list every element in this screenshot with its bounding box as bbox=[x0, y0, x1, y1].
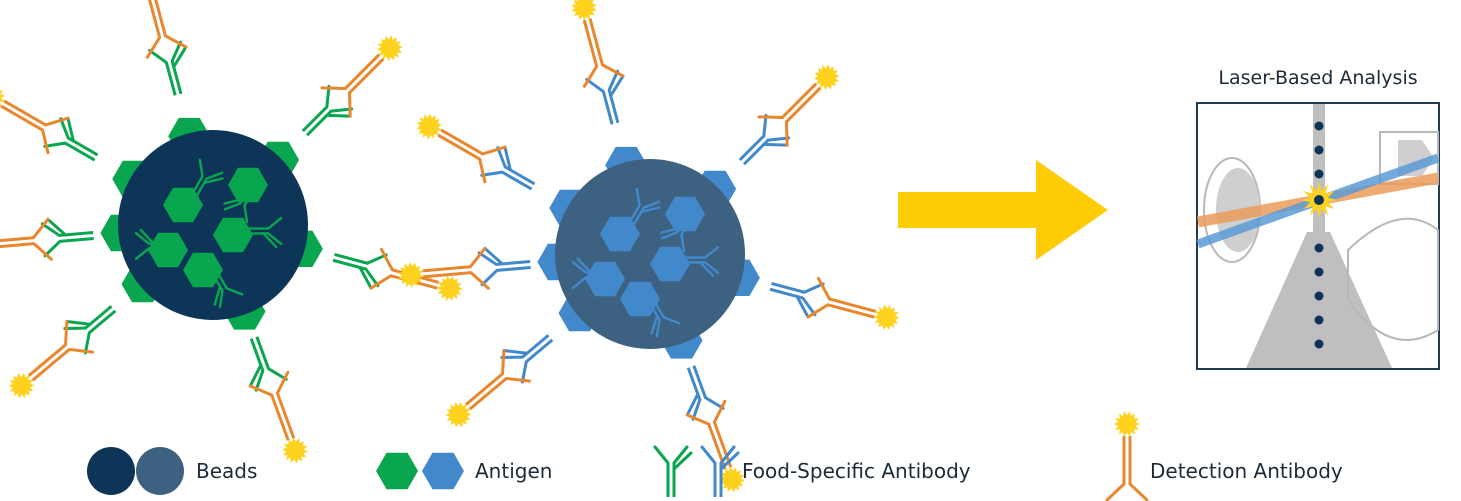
process-arrow bbox=[898, 160, 1108, 260]
detection-antibody-green-2 bbox=[320, 35, 403, 118]
food-antibody-green-6 bbox=[248, 336, 288, 392]
detection-antibody-green-0 bbox=[0, 84, 70, 155]
bead-antibody-green-4 bbox=[134, 228, 176, 261]
food-antibody-green-5 bbox=[40, 217, 94, 258]
food-antibody-blue-3 bbox=[769, 282, 825, 319]
detection-antibody-blue-0 bbox=[416, 113, 507, 184]
bead-antibody-blue-2 bbox=[644, 293, 681, 338]
stream-bead-2 bbox=[1314, 169, 1324, 179]
panel-content bbox=[1196, 104, 1440, 368]
laser-analysis-panel bbox=[1196, 102, 1440, 370]
bead-antibody-blue-1 bbox=[678, 245, 720, 278]
food-antibody-blue-4 bbox=[500, 334, 554, 384]
food-antibody-blue-5 bbox=[477, 246, 531, 287]
legend bbox=[87, 411, 1149, 501]
bead-antigen-blue-3 bbox=[665, 196, 705, 232]
bead-antibody-blue-0 bbox=[624, 187, 661, 232]
bead-complex-green bbox=[0, 0, 463, 464]
stream-bead-6 bbox=[1314, 315, 1324, 325]
food-antibody-green-4 bbox=[63, 305, 117, 355]
excited-bead bbox=[1314, 195, 1324, 205]
legend-detection-antibody bbox=[1105, 411, 1149, 501]
detection-antibody-green-5 bbox=[0, 217, 53, 261]
bead-antibody-green-3 bbox=[223, 179, 260, 224]
legend-label-beads: Beads bbox=[196, 459, 257, 483]
panel-title: Laser-Based Analysis bbox=[1218, 67, 1417, 89]
bead-antibody-green-0 bbox=[187, 158, 224, 203]
bead-antibody-green-2 bbox=[207, 264, 244, 309]
food-antibody-blue-2 bbox=[738, 113, 791, 166]
food-antibody-green-0 bbox=[43, 116, 99, 162]
bead-antigen-blue-4 bbox=[585, 261, 625, 297]
food-antibody-green-1 bbox=[148, 40, 188, 96]
bead-antigen-blue-2 bbox=[620, 281, 660, 317]
detection-antibody-green-1 bbox=[145, 0, 188, 59]
stream-bead-0 bbox=[1314, 121, 1324, 131]
bead-complex-blue bbox=[398, 0, 900, 493]
detection-antibody-blue-3 bbox=[806, 276, 900, 331]
bead-green bbox=[118, 130, 308, 320]
bead-antigen-green-3 bbox=[228, 167, 268, 203]
bead-antigen-blue-1 bbox=[650, 246, 690, 282]
bead-antigen-green-0 bbox=[163, 187, 203, 223]
bead-complexes bbox=[0, 0, 900, 493]
stream-bead-7 bbox=[1314, 339, 1324, 349]
legend-bead-dark bbox=[87, 447, 135, 495]
detection-antibody-green-6 bbox=[248, 370, 308, 464]
legend-label-antigen: Antigen bbox=[475, 459, 552, 483]
detection-antibody-green-4 bbox=[8, 320, 95, 399]
detection-antibody-blue-6 bbox=[685, 399, 745, 493]
legend-antigen-green bbox=[376, 452, 418, 490]
stream-bead-4 bbox=[1314, 267, 1324, 277]
food-antibody-blue-6 bbox=[685, 365, 725, 421]
bead-antigen-green-2 bbox=[183, 252, 223, 288]
legend-antigen-blue bbox=[422, 452, 464, 490]
stream-bead-5 bbox=[1314, 291, 1324, 301]
detection-antibody-blue-2 bbox=[757, 64, 840, 147]
flow-channel bbox=[1313, 104, 1325, 368]
bead-antibody-blue-4 bbox=[571, 257, 613, 290]
food-antibody-green-3 bbox=[332, 253, 388, 290]
bead-antibody-blue-3 bbox=[660, 208, 697, 253]
bead-antigen-green-1 bbox=[213, 217, 253, 253]
detector-lower-right bbox=[1347, 217, 1439, 341]
detection-antibody-blue-1 bbox=[571, 0, 625, 88]
detection-antibody-blue-5 bbox=[398, 246, 490, 290]
detection-antibody-blue-4 bbox=[445, 349, 532, 428]
stream-bead-3 bbox=[1314, 243, 1324, 253]
food-antibody-blue-1 bbox=[585, 69, 625, 125]
stream-bead-1 bbox=[1314, 145, 1324, 155]
legend-food-antibody-green bbox=[653, 445, 693, 497]
legend-food-antibody-blue bbox=[700, 445, 740, 497]
legend-label-food-antibody: Food-Specific Antibody bbox=[742, 459, 971, 483]
bead-antibody-green-1 bbox=[241, 216, 283, 249]
arrow-shape bbox=[898, 160, 1108, 260]
bead-antigen-green-4 bbox=[148, 232, 188, 268]
bead-antigen-blue-0 bbox=[600, 216, 640, 252]
legend-label-detection-antibody: Detection Antibody bbox=[1150, 459, 1343, 483]
food-antibody-green-2 bbox=[301, 84, 354, 137]
bead-blue bbox=[555, 159, 745, 349]
food-antibody-blue-0 bbox=[480, 145, 536, 191]
legend-bead-slate bbox=[136, 447, 184, 495]
